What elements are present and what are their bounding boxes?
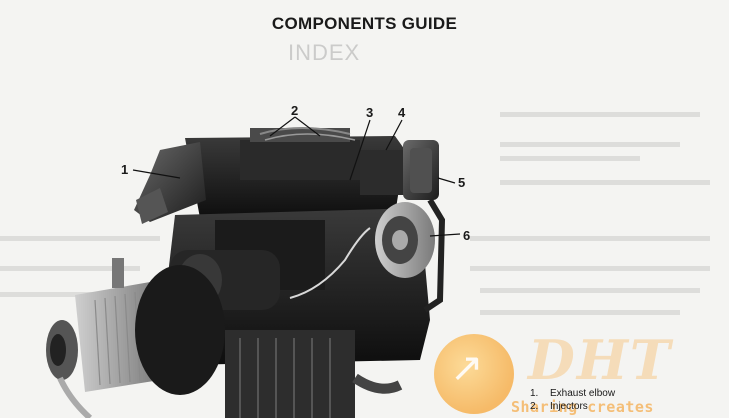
legend-item: 2. Injectors xyxy=(530,400,615,413)
callout-2: 2 xyxy=(291,103,299,118)
callout-3: 3 xyxy=(366,105,374,120)
watermark-arrow-icon: ↗ xyxy=(450,346,484,390)
bleed-through-index-heading: INDEX xyxy=(288,40,361,65)
legend-number: 2. xyxy=(530,401,539,412)
components-legend: 1. Exhaust elbow 2. Injectors xyxy=(530,387,615,413)
watermark-logo-circle xyxy=(434,334,514,414)
legend-number: 1. xyxy=(530,388,539,399)
callout-leader-lines xyxy=(132,116,461,237)
page-title: COMPONENTS GUIDE xyxy=(271,14,458,33)
callout-4: 4 xyxy=(398,105,406,120)
callout-1: 1 xyxy=(121,162,129,177)
legend-label: Injectors xyxy=(550,401,588,412)
bleed-through-lines xyxy=(0,112,710,315)
callout-5: 5 xyxy=(458,175,466,190)
watermark-tagline: Sharing creates success xyxy=(511,398,654,418)
watermark-logo-text: DHT xyxy=(528,328,673,392)
callout-6: 6 xyxy=(463,228,471,243)
legend-item: 1. Exhaust elbow xyxy=(530,387,615,400)
legend-label: Exhaust elbow xyxy=(550,388,616,399)
